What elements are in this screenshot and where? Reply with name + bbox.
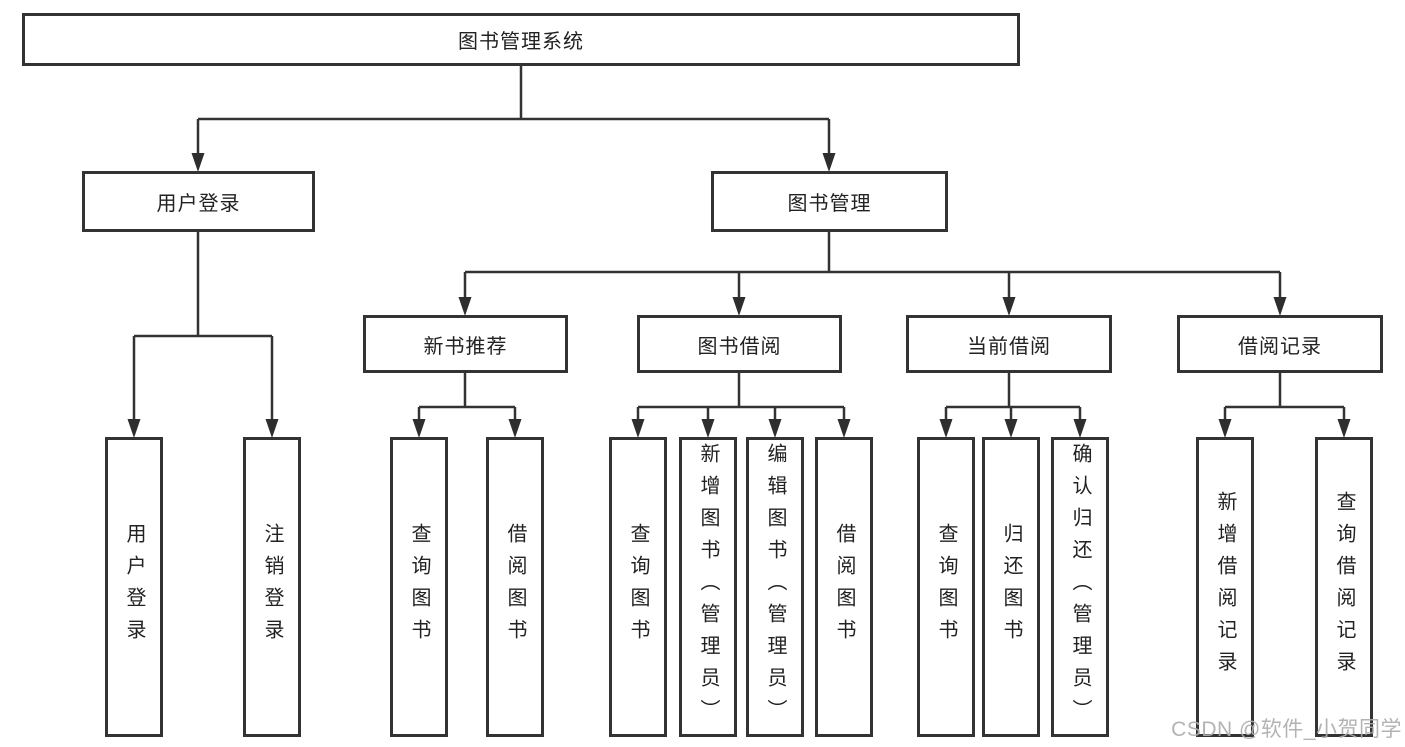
node-search-books-2: 查询图书 [609, 437, 667, 737]
node-borrow-books-1: 借阅图书 [486, 437, 544, 737]
node-search-books-1: 查询图书 [390, 437, 448, 737]
node-label: 查询借阅记录 [1333, 491, 1355, 683]
node-label: 新增图书（管理员） [697, 443, 719, 731]
node-book-management: 图书管理 [711, 171, 948, 232]
node-label: 图书借阅 [697, 335, 782, 358]
node-label: 当前借阅 [967, 335, 1051, 358]
node-add-book-admin: 新增图书（管理员） [679, 437, 737, 737]
node-label: 新书推荐 [423, 335, 508, 358]
node-label: 借阅记录 [1238, 335, 1322, 358]
node-label: 用户登录 [123, 523, 145, 651]
node-label: 借阅图书 [833, 523, 855, 651]
connector-paths [132, 66, 1346, 420]
node-borrowing-records: 借阅记录 [1177, 315, 1383, 373]
node-book-borrowing: 图书借阅 [637, 315, 842, 373]
node-user-login-leaf: 用户登录 [105, 437, 163, 737]
node-search-borrow-record: 查询借阅记录 [1315, 437, 1373, 737]
node-label: 查询图书 [935, 523, 957, 651]
node-new-book-recommend: 新书推荐 [363, 315, 568, 373]
node-label: 归还图书 [1000, 523, 1022, 651]
node-confirm-return-admin: 确认归还（管理员） [1051, 437, 1109, 737]
node-edit-book-admin: 编辑图书（管理员） [746, 437, 804, 737]
node-label: 图书管理 [787, 193, 872, 215]
node-library-system: 图书管理系统 [22, 13, 1020, 66]
node-logout: 注销登录 [243, 437, 301, 737]
node-borrow-books-2: 借阅图书 [815, 437, 873, 737]
node-label: 新增借阅记录 [1214, 491, 1236, 683]
node-return-book: 归还图书 [982, 437, 1040, 737]
node-label: 注销登录 [261, 523, 283, 651]
node-label: 确认归还（管理员） [1069, 443, 1091, 731]
node-label: 查询图书 [627, 523, 649, 651]
node-label: 编辑图书（管理员） [764, 443, 786, 731]
node-current-borrowing: 当前借阅 [906, 315, 1112, 373]
arrowheads [127, 153, 1351, 438]
node-label: 查询图书 [408, 523, 430, 651]
node-search-books-3: 查询图书 [917, 437, 975, 737]
node-user-login-branch: 用户登录 [82, 171, 315, 232]
node-add-borrow-record: 新增借阅记录 [1196, 437, 1254, 737]
node-label: 图书管理系统 [458, 31, 584, 53]
node-label: 借阅图书 [504, 523, 526, 651]
node-label: 用户登录 [156, 193, 241, 215]
